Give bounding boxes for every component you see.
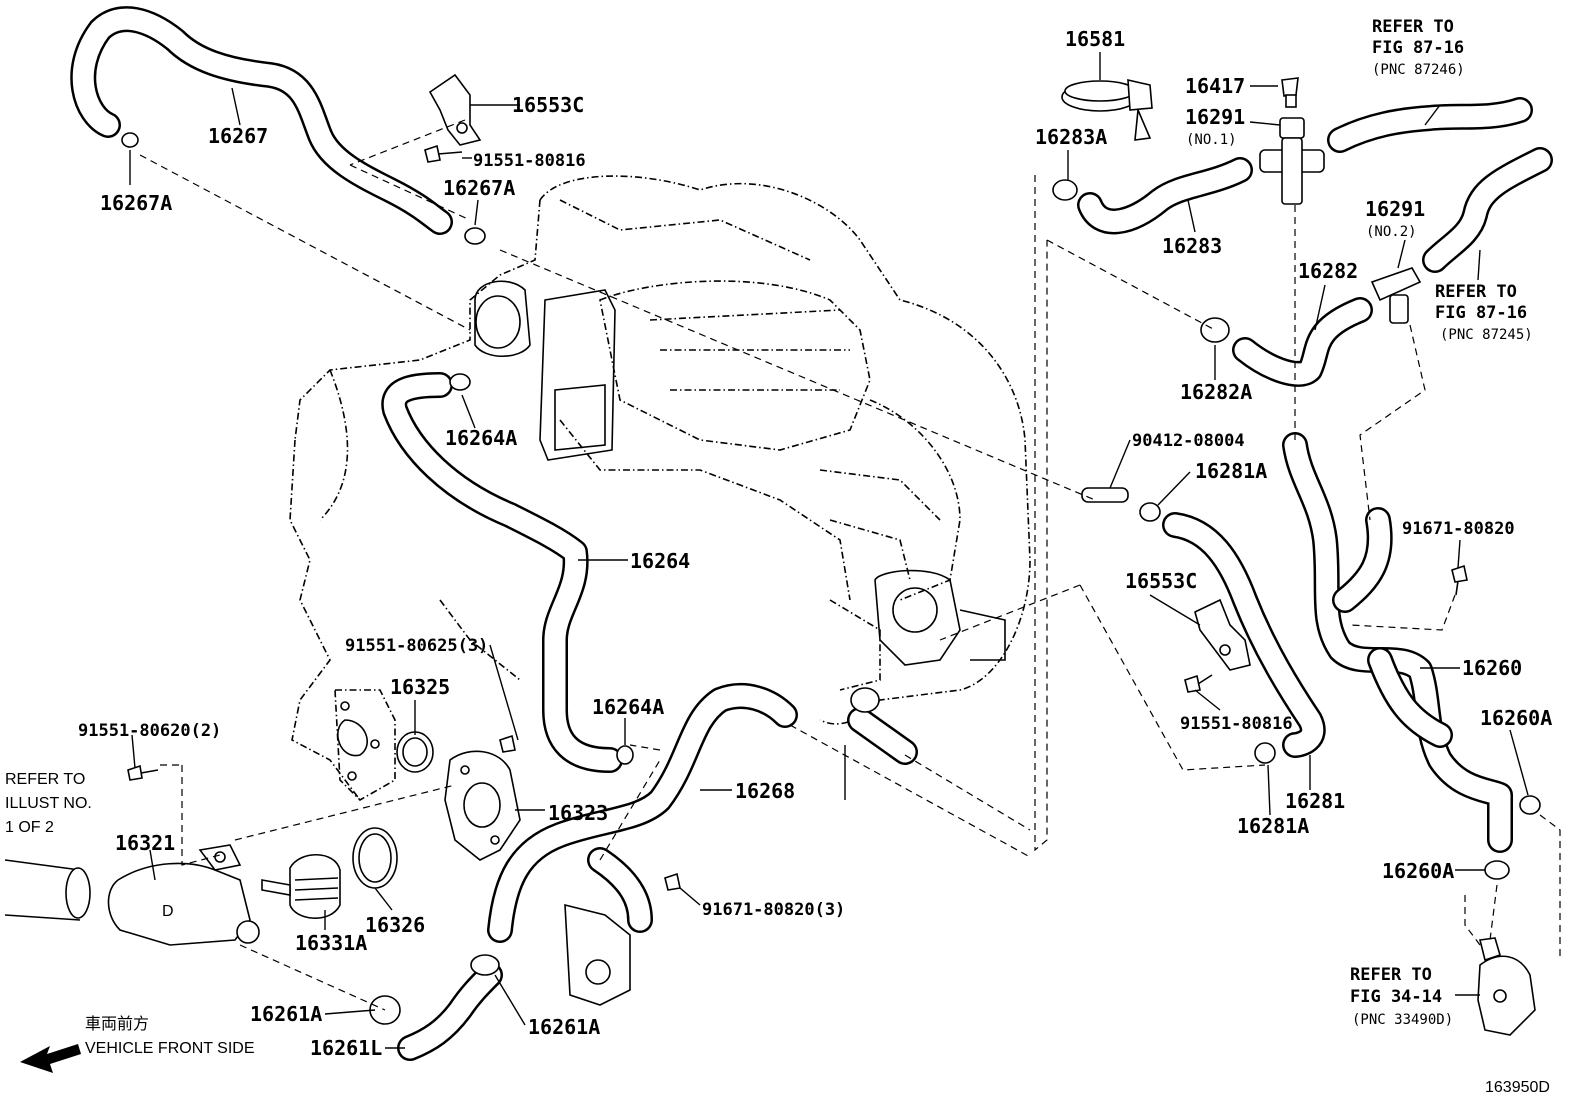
ref-top-line1: REFER TO: [1372, 17, 1454, 37]
label-16291-no2: 16291: [1365, 197, 1425, 221]
hose-16260[interactable]: [1282, 432, 1513, 853]
oil-cooler-ref: [1477, 937, 1536, 1036]
label-16267: 16267: [208, 124, 268, 148]
label-16283A: 16283A: [1035, 125, 1107, 149]
label-16261A-right: 16261A: [528, 1015, 600, 1039]
hose-87246-ref[interactable]: [1327, 97, 1533, 153]
ref-left-line2: ILLUST NO.: [5, 795, 92, 812]
figure-id: 163950D: [1485, 1079, 1550, 1096]
hose-16283[interactable]: [1077, 157, 1253, 235]
ref-mid-line3: (PNC 87245): [1440, 327, 1533, 343]
label-16581: 16581: [1065, 27, 1125, 51]
label-16417: 16417: [1185, 74, 1245, 98]
thermostat-housing-16321[interactable]: D: [107, 844, 260, 946]
hose-16261L[interactable]: [397, 962, 503, 1061]
label-16260: 16260: [1462, 656, 1522, 680]
label-16282A: 16282A: [1180, 380, 1252, 404]
label-16261A-left: 16261A: [250, 1002, 322, 1026]
label-16331A: 16331A: [295, 931, 367, 955]
label-16291-no1-sub: (NO.1): [1186, 132, 1237, 148]
label-91671-80820: 91671-80820: [1402, 519, 1515, 539]
direction-jp: 車両前方: [85, 1015, 149, 1033]
label-16325: 16325: [390, 675, 450, 699]
label-16283: 16283: [1162, 234, 1222, 258]
label-16326: 16326: [365, 913, 425, 937]
ref-top-line2: FIG 87-16: [1372, 38, 1464, 58]
label-16281A-top: 16281A: [1195, 459, 1267, 483]
label-16268: 16268: [735, 779, 795, 803]
bolt-16417: [1281, 77, 1299, 108]
hose-87245-ref[interactable]: [1422, 147, 1553, 273]
ref-bottom-line3: (PNC 33490D): [1352, 1012, 1453, 1028]
bracket-16553C-mid: [1194, 598, 1251, 671]
label-16264: 16264: [630, 549, 690, 573]
label-16264A-upper: 16264A: [445, 426, 517, 450]
label-16261L: 16261L: [310, 1036, 382, 1060]
fitting-16291-no2: [1370, 267, 1422, 324]
direction-en: VEHICLE FRONT SIDE: [85, 1040, 255, 1057]
engine-outline: [289, 175, 1031, 801]
fitting-16291-no1: [1259, 117, 1325, 205]
bracket-16553C-top: [428, 73, 482, 146]
ref-left-line3: 1 OF 2: [5, 819, 54, 836]
label-16291-no2-sub: (NO.2): [1366, 224, 1417, 240]
label-91671-80820-3: 91671-80820(3): [702, 900, 845, 920]
clamp-16581: [1061, 78, 1153, 141]
leader-lines: [129, 52, 1529, 1049]
label-16321: 16321: [115, 831, 175, 855]
hose-16267[interactable]: [70, 6, 453, 235]
reference-notes: REFER TO FIG 87-16 (PNC 87246) REFER TO …: [5, 17, 1533, 1028]
hose-16268[interactable]: [487, 683, 798, 943]
pipe-left: [4, 859, 91, 921]
bolts: [127, 144, 1468, 891]
ref-mid-line1: REFER TO: [1435, 282, 1517, 302]
hose-16282[interactable]: [1232, 297, 1373, 387]
label-16282: 16282: [1298, 259, 1358, 283]
label-90412-08004: 90412-08004: [1132, 431, 1245, 451]
label-16291-no1: 16291: [1185, 105, 1245, 129]
bracket-lower: [564, 903, 631, 1006]
label-16264A-lower: 16264A: [592, 695, 664, 719]
clamps: [121, 132, 1541, 1025]
vehicle-front-indicator: 車両前方 VEHICLE FRONT SIDE: [20, 1015, 255, 1073]
thermostat-16331A[interactable]: [261, 854, 341, 919]
label-16260A-lower: 16260A: [1382, 859, 1454, 883]
label-91551-80620: 91551-80620(2): [78, 721, 221, 741]
label-16281: 16281: [1285, 789, 1345, 813]
hose-16281[interactable]: [1162, 512, 1326, 758]
gasket-16325: [396, 731, 434, 773]
label-16323: 16323: [548, 801, 608, 825]
arrow-left-icon: [20, 1044, 81, 1073]
gasket-16326: [352, 827, 398, 889]
ref-left-line1: REFER TO: [5, 771, 85, 788]
label-16553C-top: 16553C: [512, 93, 584, 117]
label-16267A-mid: 16267A: [443, 176, 515, 200]
ref-top-line3: (PNC 87246): [1372, 62, 1465, 78]
guide-lines: [139, 119, 1561, 1011]
hose-16264[interactable]: [381, 372, 623, 773]
housing-16323[interactable]: [444, 750, 521, 861]
label-91551-80625: 91551-80625(3): [345, 636, 488, 656]
ref-bottom-line2: FIG 34-14: [1350, 987, 1442, 1007]
label-91551-80816-top: 91551-80816: [473, 151, 586, 171]
svg-text:D: D: [162, 903, 174, 920]
pipe-center: [847, 687, 918, 765]
label-91551-80816-mid: 91551-80816: [1180, 714, 1293, 734]
label-16553C-mid: 16553C: [1125, 569, 1197, 593]
ref-bottom-line1: REFER TO: [1350, 965, 1432, 985]
label-16281A-bottom: 16281A: [1237, 814, 1309, 838]
label-16260A-right: 16260A: [1480, 706, 1552, 730]
part-labels: 16267 16267A 16553C 91551-80816 16267A 1…: [78, 27, 1552, 1060]
label-16267A-top: 16267A: [100, 191, 172, 215]
ref-mid-line2: FIG 87-16: [1435, 303, 1527, 323]
